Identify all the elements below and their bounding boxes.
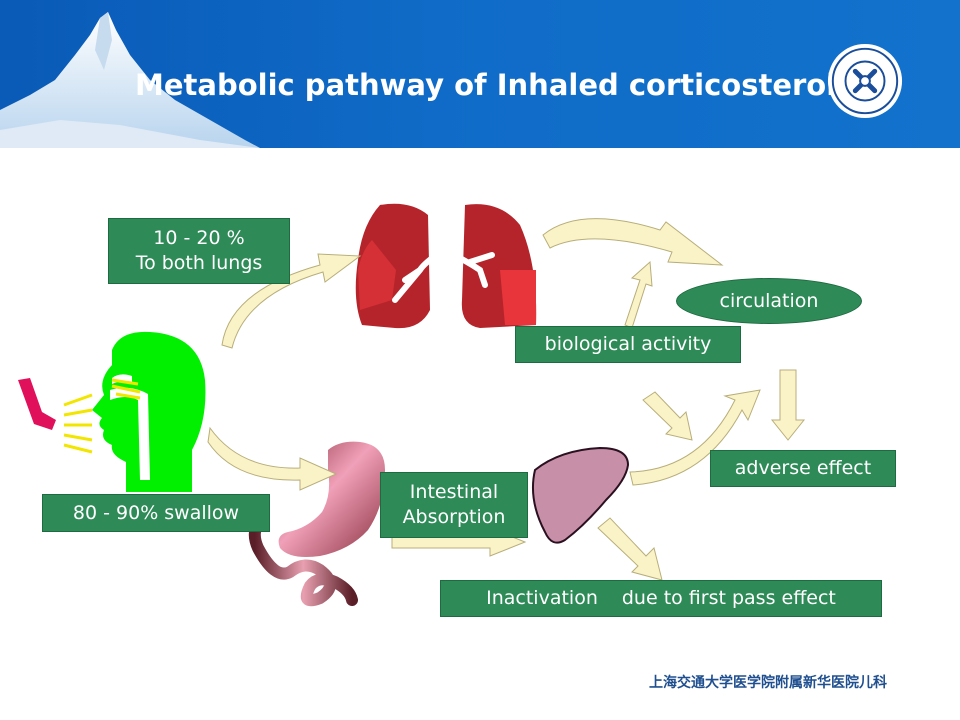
biological-text: biological activity (544, 333, 712, 355)
arrow-to-adverse (642, 391, 693, 441)
arrow-lungs-to-circulation (542, 218, 724, 266)
lungs-destination-text: To both lungs (135, 252, 263, 274)
intestinal-line2-text: Absorption (402, 506, 506, 528)
label-biological-activity: biological activity (515, 326, 741, 363)
xinhua-hospital-logo-icon (827, 43, 903, 119)
adverse-text: adverse effect (734, 457, 872, 479)
circulation-text: circulation (719, 290, 819, 312)
page-title: Metabolic pathway of Inhaled corticoster… (135, 68, 875, 102)
arrow-up-biological (624, 260, 653, 329)
stomach-icon (278, 441, 385, 557)
label-inactivation: Inactivation due to first pass effect (440, 580, 882, 617)
lungs-icon (355, 203, 537, 329)
lungs-percent-text: 10 - 20 % (153, 227, 245, 249)
mountain-image (0, 12, 260, 148)
arrow-to-lungs (221, 253, 362, 349)
liver-icon (532, 446, 630, 544)
label-lungs: 10 - 20 % To both lungs (108, 218, 290, 284)
spray-icon (63, 393, 93, 454)
arrow-to-inactivation (597, 517, 663, 581)
inactivation-text: Inactivation (486, 587, 598, 609)
head-profile-icon (92, 331, 206, 492)
footer-institution: 上海交通大学医学院附属新华医院儿科 (649, 675, 887, 691)
arrow-down-adverse (770, 369, 806, 441)
inhaler-icon (18, 378, 56, 430)
header-banner: Metabolic pathway of Inhaled corticoster… (0, 0, 960, 148)
intestinal-line1-text: Intestinal (409, 481, 499, 503)
label-circulation: circulation (676, 278, 862, 324)
swallow-text: 80 - 90% swallow (72, 501, 240, 524)
intestine-icon (248, 514, 358, 607)
arrow-to-stomach (207, 426, 338, 491)
label-adverse-effect: adverse effect (710, 450, 896, 487)
label-intestinal-absorption: Intestinal Absorption (380, 472, 528, 538)
label-swallow: 80 - 90% swallow (42, 494, 270, 532)
first-pass-text: due to first pass effect (621, 587, 836, 609)
arrow-to-liver-curve (629, 389, 761, 486)
